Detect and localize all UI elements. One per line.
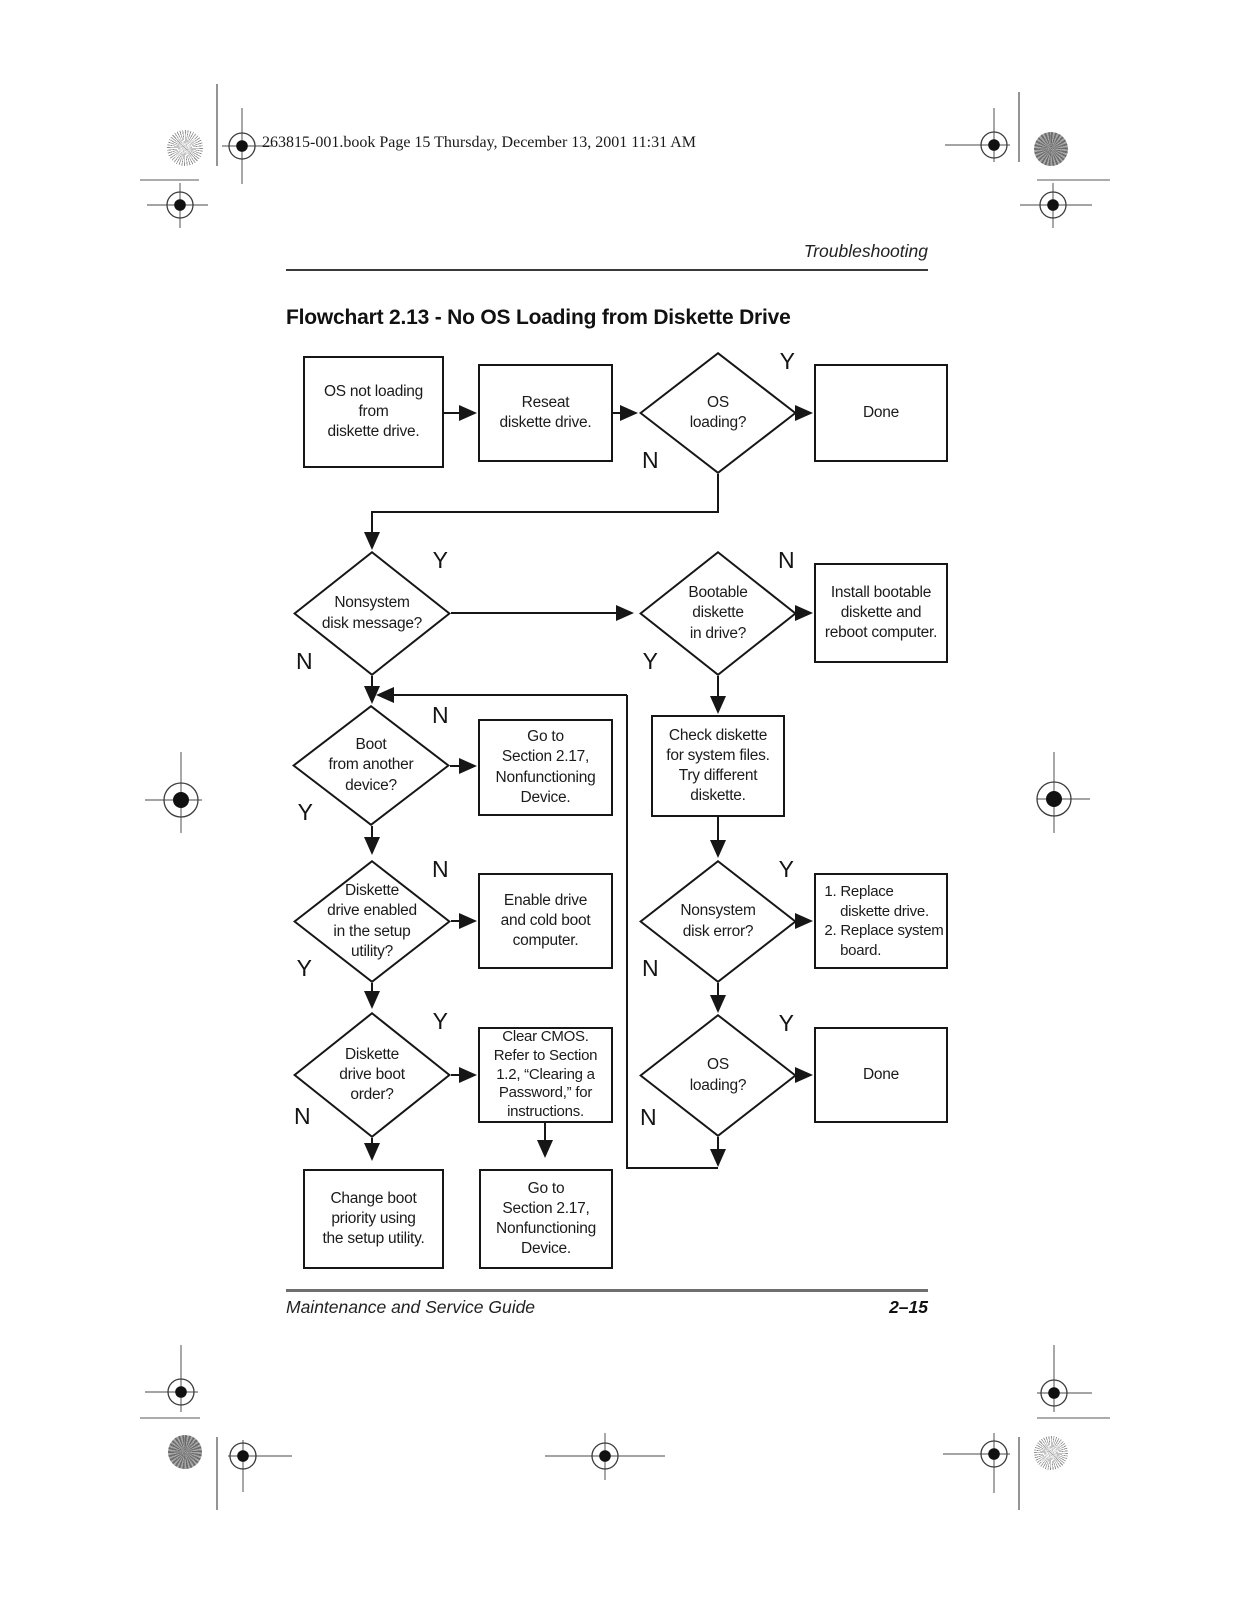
page-title: Flowchart 2.13 - No OS Loading from Disk…	[286, 306, 791, 329]
node-clear-cmos: Clear CMOS. Refer to Section 1.2, “Clear…	[478, 1027, 613, 1123]
diamond-shape	[293, 551, 451, 676]
node-reseat-drive: Reseat diskette drive.	[478, 364, 613, 462]
node-done-1-label: Done	[862, 403, 900, 421]
decision-boot-another-device-label: Boot from another device?	[328, 736, 414, 794]
branch-label-bootable-no: N	[777, 546, 795, 573]
decision-nonsystem-message: Nonsystem disk message?	[293, 551, 451, 676]
decision-drive-enabled-label: Diskette drive enabled in the setup util…	[327, 882, 417, 960]
crosshair-bottom-right-upper	[1037, 1345, 1092, 1412]
branch-label-nonsyserr-yes: Y	[778, 855, 794, 882]
crosshair-top-right	[945, 108, 1010, 162]
diamond-shape	[293, 1012, 451, 1138]
decision-boot-order-label: Diskette drive boot order?	[339, 1045, 405, 1104]
decision-os-loading-1: OS loading?	[639, 352, 797, 474]
flowchart-connectors	[371, 412, 800, 1169]
decision-bootable-diskette-label: Bootable diskette in drive?	[688, 584, 748, 642]
diamond-shape	[292, 705, 450, 826]
decision-os-loading-2: OS loading?	[639, 1014, 797, 1137]
branch-label-osloading1-yes: Y	[779, 347, 795, 374]
branch-label-osloading2-yes: Y	[778, 1009, 794, 1036]
footer-rule	[286, 1289, 928, 1292]
header-rule	[286, 269, 928, 271]
crosshair-bottom-right	[943, 1433, 1010, 1493]
crosshair-bottom-left	[228, 1440, 292, 1492]
node-install-bootable-label: Install bootable diskette and reboot com…	[824, 583, 938, 642]
node-done-2: Done	[814, 1027, 948, 1123]
node-start: OS not loading from diskette drive.	[303, 356, 444, 468]
registration-marks	[140, 84, 1110, 1510]
decision-nonsystem-message-label: Nonsystem disk message?	[321, 594, 423, 632]
node-goto-section-217-a: Go to Section 2.17, Nonfunctioning Devic…	[478, 719, 613, 816]
decision-os-loading-1-label: OS loading?	[689, 393, 747, 431]
branch-label-enabled-no: N	[431, 855, 449, 882]
branch-label-osloading1-no: N	[641, 446, 659, 473]
crosshair-bottom-left-upper	[145, 1345, 198, 1412]
running-header: Troubleshooting	[803, 241, 928, 261]
crosshair-bottom-center	[545, 1433, 665, 1480]
crosshair-mid-right	[1036, 752, 1090, 833]
diamond-shape	[639, 352, 797, 474]
node-check-diskette: Check diskette for system files. Try dif…	[651, 715, 785, 817]
branch-label-nonsystem-no: N	[295, 647, 313, 674]
crosshair-mid-left	[145, 752, 202, 833]
node-enable-drive-label: Enable drive and cold boot computer.	[500, 891, 591, 950]
sunburst-mark-top-left	[167, 130, 203, 166]
decision-drive-enabled: Diskette drive enabled in the setup util…	[293, 860, 451, 983]
diamond-shape	[639, 860, 797, 983]
diamond-shape	[293, 860, 451, 983]
branch-label-bootable-yes: Y	[642, 647, 658, 674]
node-start-label: OS not loading from diskette drive.	[323, 382, 424, 441]
decision-boot-another-device: Boot from another device?	[292, 705, 450, 826]
sunburst-mark-top-right	[1034, 132, 1068, 166]
node-clear-cmos-label: Clear CMOS. Refer to Section 1.2, “Clear…	[493, 1028, 598, 1121]
node-reseat-drive-label: Reseat diskette drive.	[499, 393, 592, 431]
node-change-boot-priority-label: Change boot priority using the setup uti…	[322, 1189, 425, 1248]
branch-label-nonsystem-yes: Y	[432, 546, 448, 573]
sunburst-mark-bottom-left	[168, 1435, 202, 1469]
decision-boot-order: Diskette drive boot order?	[293, 1012, 451, 1138]
node-replace-parts: 1. Replace diskette drive. 2. Replace sy…	[814, 873, 948, 969]
decision-nonsystem-error-label: Nonsystem disk error?	[680, 902, 756, 940]
footer-page-number: 2–15	[889, 1297, 928, 1317]
crosshair-right-upper	[1020, 183, 1092, 228]
flowchart-arrowheads	[364, 405, 813, 1167]
decision-os-loading-2-label: OS loading?	[689, 1056, 747, 1094]
footer-book-title: Maintenance and Service Guide	[286, 1297, 536, 1317]
branch-label-boot-yes: Y	[297, 798, 313, 825]
decision-bootable-diskette: Bootable diskette in drive?	[639, 551, 797, 676]
node-check-diskette-label: Check diskette for system files. Try dif…	[666, 726, 770, 805]
branch-label-nonsyserr-no: N	[641, 954, 659, 981]
node-goto-section-217-a-label: Go to Section 2.17, Nonfunctioning Devic…	[495, 728, 596, 806]
node-change-boot-priority: Change boot priority using the setup uti…	[303, 1169, 444, 1269]
node-goto-section-217-b: Go to Section 2.17, Nonfunctioning Devic…	[479, 1169, 613, 1269]
node-enable-drive: Enable drive and cold boot computer.	[478, 873, 613, 969]
branch-label-order-no: N	[293, 1102, 311, 1129]
node-install-bootable: Install bootable diskette and reboot com…	[814, 563, 948, 663]
crosshair-top-left	[222, 108, 272, 184]
diamond-shape	[639, 551, 797, 676]
branch-label-order-yes: Y	[432, 1007, 448, 1034]
branch-label-boot-no: N	[431, 701, 449, 728]
edge-loopback-return	[626, 695, 718, 1169]
edge-osloading1-no-elbow	[371, 474, 719, 533]
branch-label-enabled-yes: Y	[296, 954, 312, 981]
branch-label-osloading2-no: N	[639, 1103, 657, 1130]
crosshair-left-upper	[147, 183, 208, 228]
decision-nonsystem-error: Nonsystem disk error?	[639, 860, 797, 983]
node-done-1: Done	[814, 364, 948, 462]
diamond-shape	[639, 1014, 797, 1137]
node-goto-section-217-b-label: Go to Section 2.17, Nonfunctioning Devic…	[496, 1179, 596, 1258]
node-done-2-label: Done	[862, 1065, 900, 1083]
print-job-header: 263815-001.book Page 15 Thursday, Decemb…	[262, 134, 697, 151]
node-replace-parts-label: 1. Replace diskette drive. 2. Replace sy…	[824, 883, 944, 959]
sunburst-mark-bottom-right	[1034, 1436, 1068, 1470]
